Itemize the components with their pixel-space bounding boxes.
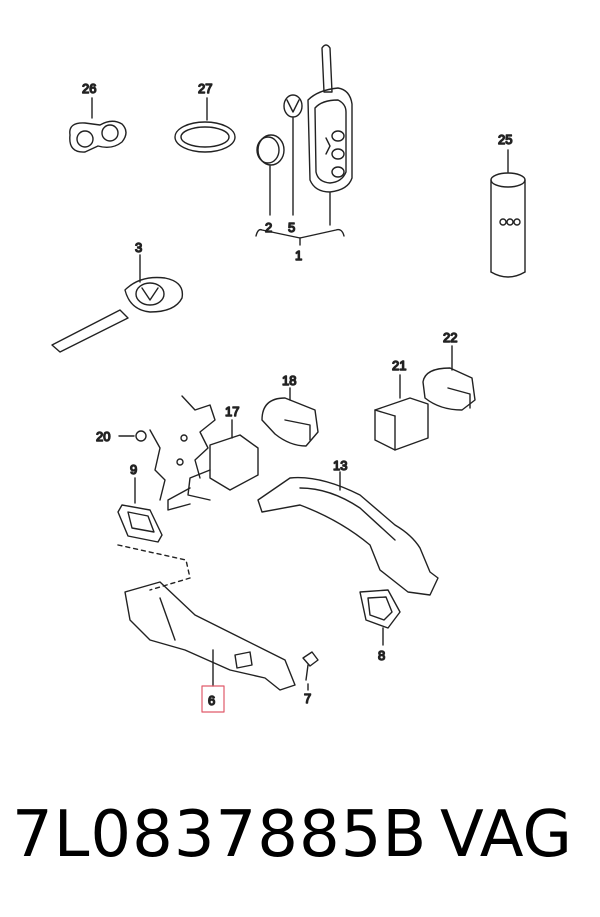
footer: 7L0837885B VAG	[0, 790, 600, 900]
part-17-lock-cylinder	[149, 395, 259, 511]
part-26-gasket	[69, 97, 127, 153]
label-7: 7	[304, 691, 311, 706]
dashed-leader	[117, 544, 191, 591]
part-9-gasket	[117, 477, 163, 543]
label-20: 20	[96, 429, 110, 444]
label-21: 21	[392, 358, 406, 373]
part-number: 7L0837885B	[12, 798, 428, 872]
label-18: 18	[282, 373, 296, 388]
brand-name: VAG	[440, 798, 572, 872]
label-3: 3	[135, 240, 142, 255]
label-17: 17	[225, 404, 239, 419]
part-21-cover	[374, 374, 429, 451]
label-25: 25	[498, 132, 512, 147]
part-6-carrier-bracket	[124, 581, 296, 691]
label-2: 2	[265, 220, 272, 235]
highlight-box-6	[201, 685, 225, 713]
part-25-grease-tube	[490, 149, 526, 278]
part-13-door-handle	[257, 471, 439, 596]
label-9: 9	[130, 462, 137, 477]
part-1-remote-key	[307, 44, 353, 226]
label-8: 8	[378, 648, 385, 663]
label-22: 22	[443, 330, 457, 345]
label-26: 26	[82, 81, 96, 96]
label-6: 6	[208, 693, 215, 708]
part-2-battery	[256, 134, 285, 216]
label-13: 13	[333, 458, 347, 473]
part-18-end-cap	[261, 387, 319, 447]
label-27: 27	[198, 81, 212, 96]
part-5-emblem	[283, 94, 303, 216]
part-7-bolt	[302, 651, 319, 691]
part-22-end-cap	[422, 345, 476, 411]
label-1: 1	[295, 248, 302, 263]
exploded-parts-diagram: 26 27 2 5 1	[51, 44, 526, 713]
part-8-gasket	[359, 589, 401, 646]
part-3-key-blade	[51, 254, 184, 353]
label-5: 5	[288, 220, 295, 235]
part-20-screw	[118, 430, 147, 442]
part-27-o-ring	[174, 97, 236, 153]
